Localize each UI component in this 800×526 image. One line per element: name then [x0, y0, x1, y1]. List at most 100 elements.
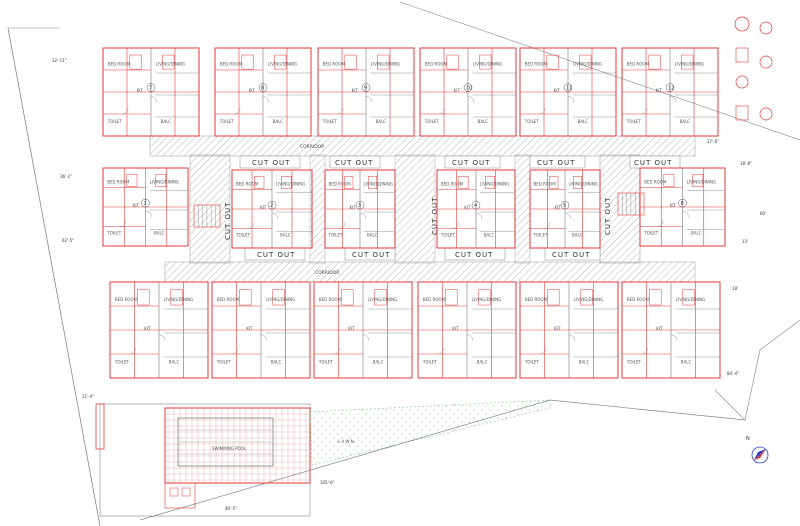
dimension-text: 32'-11" — [52, 58, 67, 63]
room-label: BED ROOM — [423, 297, 446, 302]
door-swing — [682, 210, 689, 217]
toilet-outline — [170, 289, 183, 306]
toilet-outline — [129, 54, 142, 70]
cut-out-label: CUT OUT — [257, 251, 295, 259]
unit-number: 12 — [668, 86, 674, 92]
room-label: LIVING/DINING — [480, 182, 509, 187]
room-label: TOILET — [643, 230, 659, 235]
room-label: KIT — [554, 326, 561, 331]
door-swing — [271, 212, 279, 219]
door-swing — [539, 107, 546, 115]
door-swing — [568, 334, 576, 341]
room-label: BED ROOM — [217, 297, 240, 302]
door-swing — [338, 222, 346, 229]
room-label: TOILET — [328, 232, 344, 237]
room-label: BED ROOM — [323, 62, 346, 67]
room-label: BED ROOM — [115, 297, 138, 302]
room-label: KIT — [144, 326, 151, 331]
dimension-text: 40'-5" — [225, 506, 237, 511]
toilet-outline — [692, 173, 704, 187]
door-swing — [641, 107, 648, 115]
unit-number: 5 — [563, 203, 566, 209]
lawn-label: L A W N — [338, 439, 354, 444]
room-label: KIT — [656, 326, 663, 331]
door-swing — [365, 96, 373, 103]
dimension-text: 13' — [742, 239, 748, 244]
north-arrow-icon: N — [746, 436, 769, 464]
toilet-outline — [549, 175, 559, 189]
room-label: TOILET — [626, 360, 642, 365]
cut-out-label-vertical: CUT OUT — [431, 197, 439, 235]
door-swing — [567, 96, 575, 103]
room-label: TOILET — [216, 360, 232, 365]
room-label: BED ROOM — [441, 182, 464, 187]
room-label: KIT — [350, 205, 357, 210]
room-label: BED ROOM — [627, 297, 650, 302]
dimension-text: 21'-4" — [82, 394, 94, 399]
dimension-labels: 32'-11" 36'-1" 62'-5" 18'-6" 84'-4" 17'-… — [52, 58, 766, 511]
door-swing — [475, 212, 483, 219]
door-swing — [150, 96, 158, 103]
room-label: LIVING/DINING — [156, 62, 185, 67]
dimension-text: 84'-4" — [727, 371, 739, 376]
room-label: BED ROOM — [319, 297, 342, 302]
door-swing — [359, 212, 367, 219]
door-swing — [641, 347, 648, 355]
door-swing — [439, 107, 446, 115]
cut-outs: CUT OUT CUT OUT CUT OUT CUT OUT CUT OUT … — [224, 155, 681, 261]
door-swing — [362, 334, 370, 341]
corridor: CORRIDOR CORRIDOR — [149, 135, 696, 283]
corridor-label-bottom: CORRIDOR — [315, 270, 339, 276]
room-label: LIVING/DINING — [368, 297, 397, 302]
cut-out-label: CUT OUT — [537, 159, 575, 167]
unit-number-marker — [361, 83, 371, 92]
room-label: BED ROOM — [644, 180, 667, 185]
room-label: KIT — [555, 205, 562, 210]
toilet-outline — [446, 54, 459, 70]
toilet-outline — [344, 54, 357, 70]
staircase — [193, 204, 221, 228]
room-label: KIT — [352, 88, 359, 93]
staircase — [617, 192, 645, 216]
room-label: BALC — [572, 232, 583, 237]
door-swing — [337, 107, 344, 115]
room-label: BALC — [273, 119, 284, 124]
room-label: LIVING/DINING — [276, 182, 305, 187]
unit-number: 8 — [261, 86, 264, 92]
room-label: LIVING/DINING — [164, 297, 193, 302]
room-label: TOILET — [106, 230, 122, 235]
unit-number: 6 — [681, 201, 684, 207]
room-label: BALC — [484, 232, 495, 237]
pool-label: SWIMMING POOL — [212, 446, 247, 451]
dimension-text: 62'-5" — [62, 238, 74, 243]
room-label: LIVING/DINING — [472, 297, 501, 302]
room-label: TOILET — [440, 232, 456, 237]
toilet-outline — [162, 54, 175, 70]
toilet-outline — [272, 289, 285, 306]
room-label: TOILET — [114, 360, 130, 365]
room-label: LIVING/DINING — [150, 180, 179, 185]
room-label: KIT — [656, 88, 663, 93]
unit-number: 10 — [466, 86, 472, 92]
room-label: BED ROOM — [236, 182, 259, 187]
room-label: LIVING/DINING — [574, 297, 603, 302]
room-label: BED ROOM — [425, 62, 448, 67]
pool-area: SWIMMING POOL — [95, 403, 311, 517]
door-swing — [656, 220, 664, 227]
unit-number-marker — [355, 200, 365, 210]
unit-number: 1 — [144, 201, 147, 207]
unit-number: 9 — [364, 86, 367, 92]
toilet-outline — [663, 173, 675, 187]
unit-number-marker — [678, 198, 687, 208]
unit-number: 4 — [474, 203, 477, 209]
unit-number: 11 — [566, 86, 572, 92]
